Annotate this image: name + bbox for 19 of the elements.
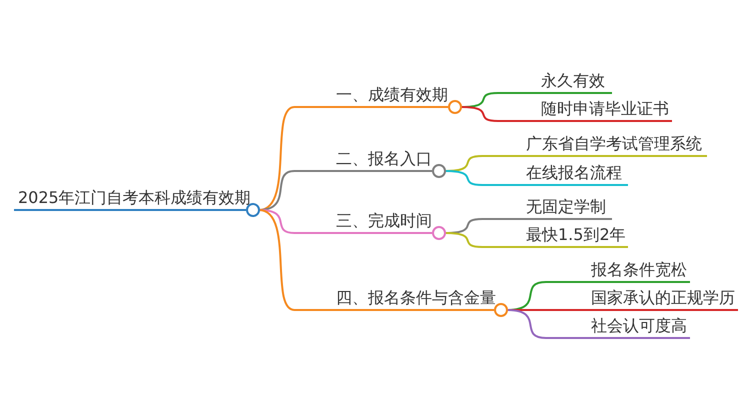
topic-label: 四、报名条件与含金量: [330, 287, 494, 311]
topic-label: 随时申请毕业证书: [535, 98, 672, 122]
topic-label: 二、报名入口: [330, 148, 432, 172]
topic-label: 无固定学制: [520, 196, 612, 220]
branch-line: [258, 106, 330, 211]
branch-line: [444, 232, 520, 248]
topic-label: 最快1.5到2年: [520, 224, 628, 248]
branch-line: [444, 170, 520, 186]
branch-line: [506, 309, 585, 339]
branch-line: [258, 209, 330, 311]
branch-line: [460, 106, 535, 122]
topic-label: 一、成绩有效期: [330, 84, 448, 108]
topic-label: 广东省自学考试管理系统: [520, 133, 707, 157]
topic-label: 在线报名流程: [520, 162, 628, 186]
topic-label: 报名条件宽松: [585, 259, 690, 283]
topic-label: 社会认可度高: [585, 315, 690, 339]
topic-label: 三、完成时间: [330, 210, 432, 234]
topic-label: 国家承认的正规学历: [585, 287, 738, 311]
topic-label: 永久有效: [535, 70, 612, 94]
